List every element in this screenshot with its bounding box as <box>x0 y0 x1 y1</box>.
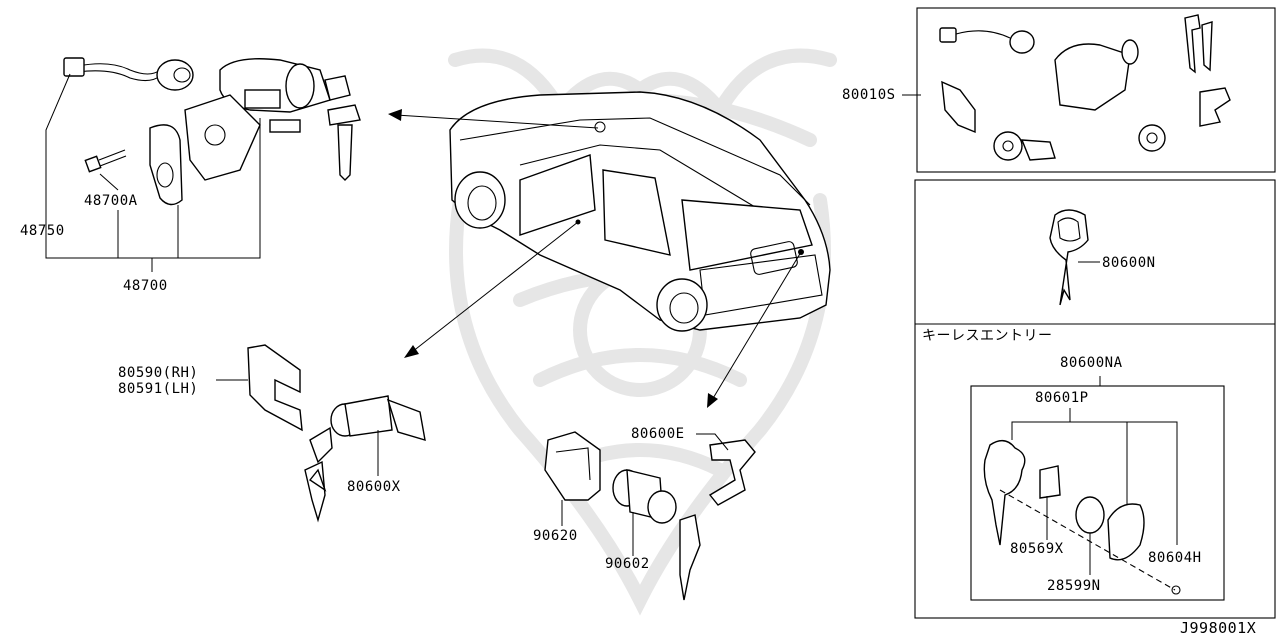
key-frame <box>914 179 1276 619</box>
label-90620: 90620 <box>533 528 578 544</box>
kit-80010s-parts <box>902 14 1231 161</box>
label-80600E: 80600E <box>631 426 685 442</box>
diagram-id: J998001X <box>1180 619 1257 637</box>
label-80600NA: 80600NA <box>1060 355 1123 371</box>
vehicle-illustration <box>449 91 831 332</box>
label-80601P: 80601P <box>1035 390 1089 406</box>
label-80010S: 80010S <box>842 87 896 103</box>
keyless-entry-heading: キーレスエントリー <box>922 328 1053 344</box>
label-80569X: 80569X <box>1010 541 1064 557</box>
keyless-inner-frame <box>970 385 1225 601</box>
label-80604H: 80604H <box>1148 550 1202 566</box>
label-28599N: 28599N <box>1047 578 1101 594</box>
callout-arrows <box>388 109 802 408</box>
label-48750: 48750 <box>20 223 65 239</box>
leader-lines-ignition <box>45 73 261 272</box>
label-90602: 90602 <box>605 556 650 572</box>
bolt-and-clamp <box>84 124 183 206</box>
label-48700: 48700 <box>123 278 168 294</box>
label-80591: 80591(LH) <box>118 381 199 397</box>
key-80600n <box>1049 209 1100 306</box>
back-door-lock-assembly <box>544 431 756 601</box>
label-80600X: 80600X <box>347 479 401 495</box>
label-80600N: 80600N <box>1102 255 1156 271</box>
label-48700A: 48700A <box>84 193 138 209</box>
ignition-assembly <box>63 57 361 181</box>
keyless-entry-parts <box>983 376 1181 595</box>
kit-80010s-frame <box>916 7 1276 173</box>
label-80590: 80590(RH) <box>118 365 199 381</box>
door-lock-assembly <box>216 344 426 523</box>
